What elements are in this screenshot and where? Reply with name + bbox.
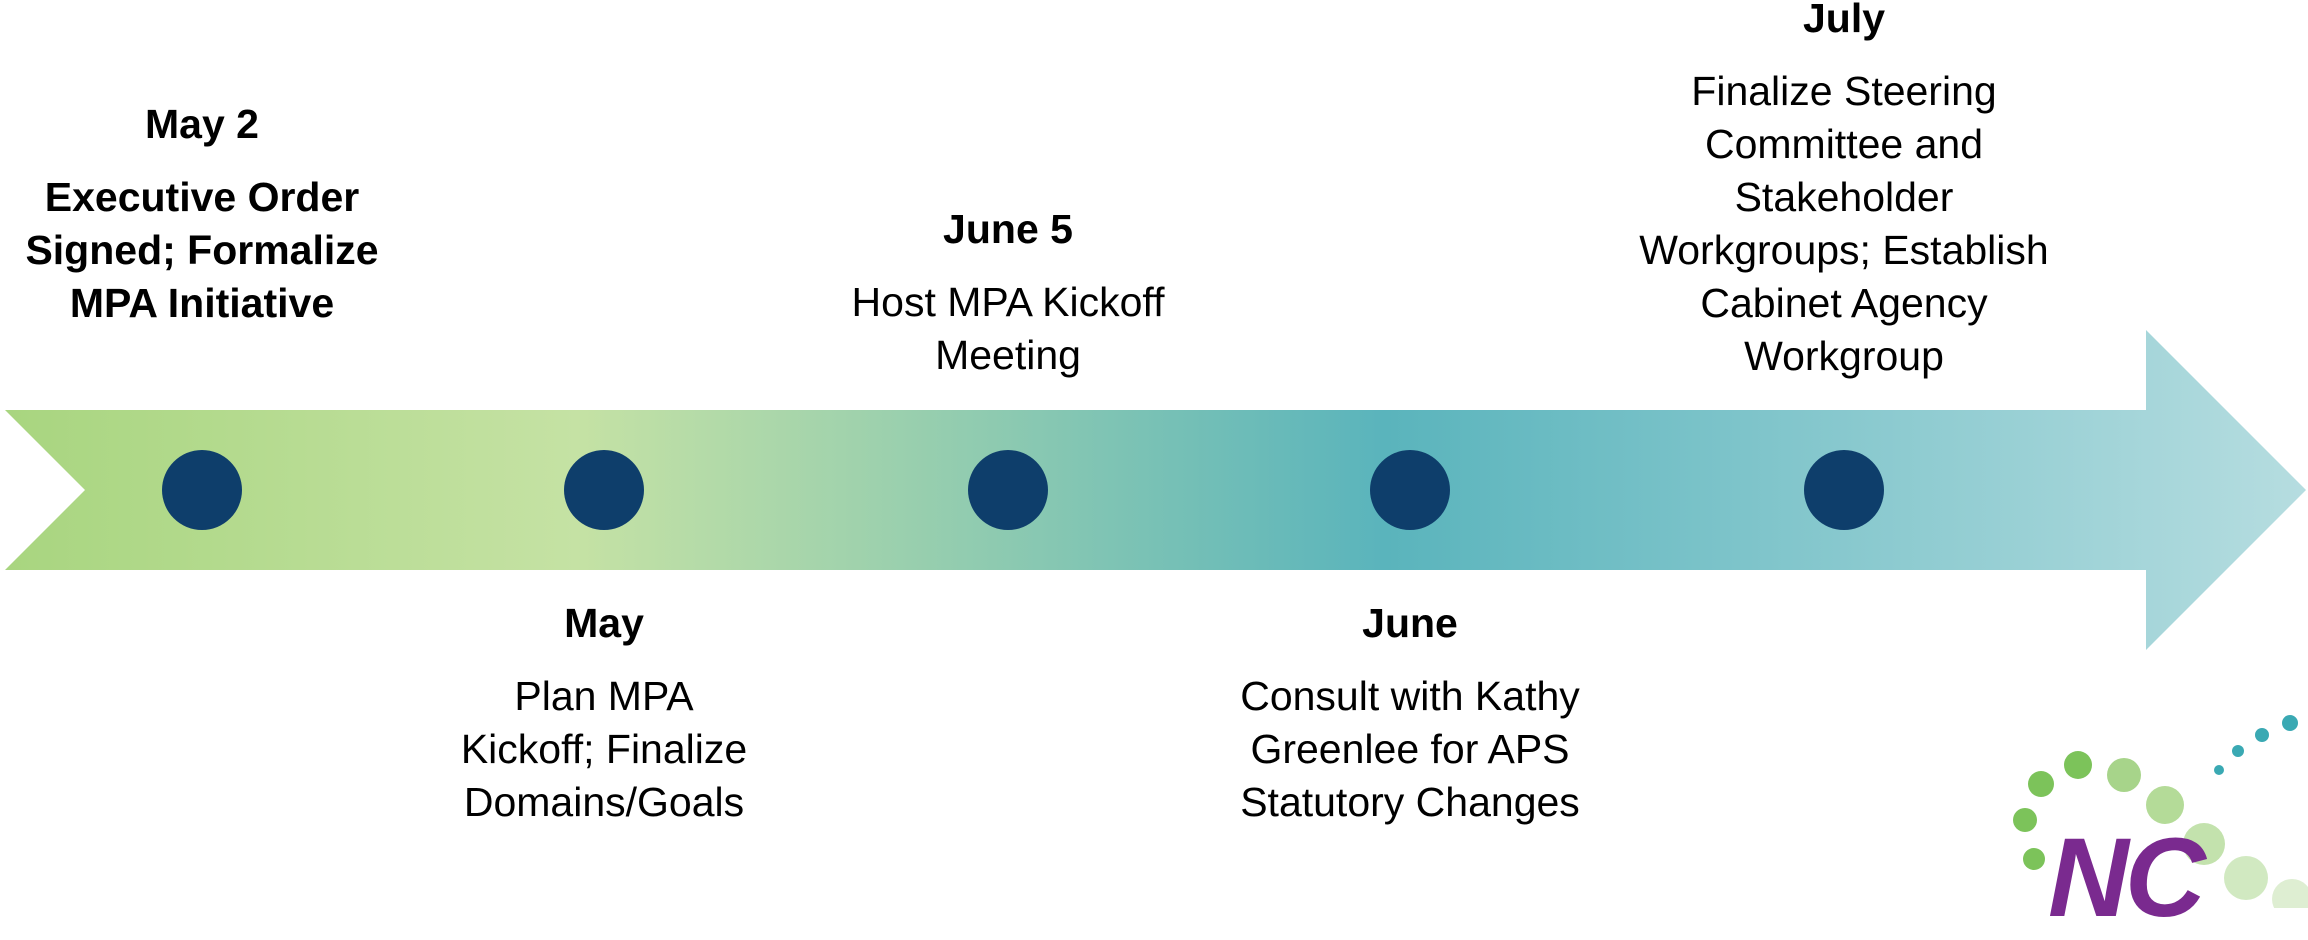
event-date: June 5 (943, 206, 1073, 252)
event-date: June (1362, 600, 1458, 646)
event-description: Finalize Steering Committee and Stakehol… (1639, 68, 2049, 379)
milestone-dot-may-2 (162, 450, 242, 530)
event-description: Executive Order Signed; Formalize MPA In… (25, 174, 379, 326)
timeline-arrow (5, 330, 2306, 650)
event-description: Plan MPA Kickoff; Finalize Domains/Goals (460, 673, 748, 825)
event-description: Consult with Kathy Greenlee for APS Stat… (1240, 673, 1580, 825)
nc-logo-text: NC (2048, 815, 2206, 940)
event-description: Host MPA Kickoff Meeting (851, 279, 1165, 378)
event-date: May (564, 600, 644, 646)
milestone-dot-june-5 (968, 450, 1048, 530)
event-june: June Consult with Kathy Greenlee for APS… (1230, 597, 1590, 829)
event-july: July Finalize Steering Committee and Sta… (1639, 0, 2049, 383)
event-may-2: May 2 Executive Order Signed; Formalize … (22, 98, 382, 330)
milestone-dot-july (1804, 450, 1884, 530)
event-may: May Plan MPA Kickoff; Finalize Domains/G… (444, 597, 764, 829)
milestone-dot-june (1370, 450, 1450, 530)
event-date: May 2 (145, 101, 259, 147)
event-date: July (1802, 0, 1886, 41)
nc-logo-icon (2013, 715, 2308, 908)
milestone-dot-may (564, 450, 644, 530)
event-june-5: June 5 Host MPA Kickoff Meeting (828, 203, 1188, 382)
arrow-body (5, 330, 2306, 650)
